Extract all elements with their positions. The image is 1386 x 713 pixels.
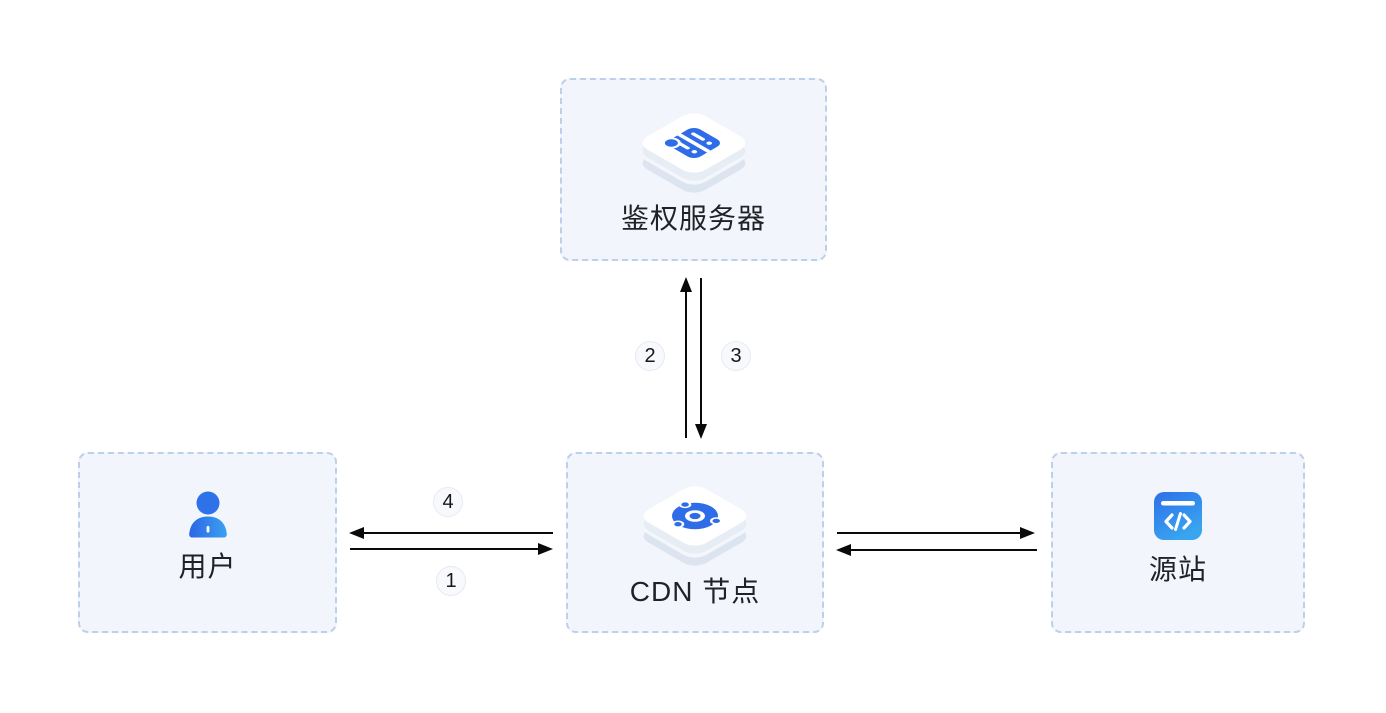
node-origin: 源站 (1051, 452, 1305, 633)
arrow-cdn-to-auth (680, 277, 692, 438)
step-badge-3: 3 (721, 341, 751, 371)
node-label-user: 用户 (178, 551, 237, 582)
origin-code-window-icon (1154, 492, 1202, 540)
arrow-cdn-to-user (349, 527, 553, 539)
cdn-network-icon (643, 485, 747, 566)
arrow-origin-to-cdn (836, 544, 1037, 556)
step-badge-2: 2 (635, 341, 665, 371)
arrow-user-to-cdn (350, 543, 553, 555)
arrow-auth-to-cdn (695, 278, 707, 439)
step-badge-1: 1 (436, 566, 466, 596)
node-auth-server: 鉴权服务器 (560, 78, 827, 261)
user-person-icon (188, 491, 227, 538)
auth-server-icon (642, 112, 745, 193)
node-cdn: CDN 节点 (566, 452, 824, 633)
node-label-origin: 源站 (1148, 554, 1207, 585)
node-label-auth-server: 鉴权服务器 (620, 202, 766, 234)
arrow-cdn-to-origin (837, 527, 1035, 539)
step-badge-4: 4 (433, 487, 463, 517)
node-user: 用户 (78, 452, 337, 633)
node-label-cdn: CDN 节点 (629, 575, 761, 607)
